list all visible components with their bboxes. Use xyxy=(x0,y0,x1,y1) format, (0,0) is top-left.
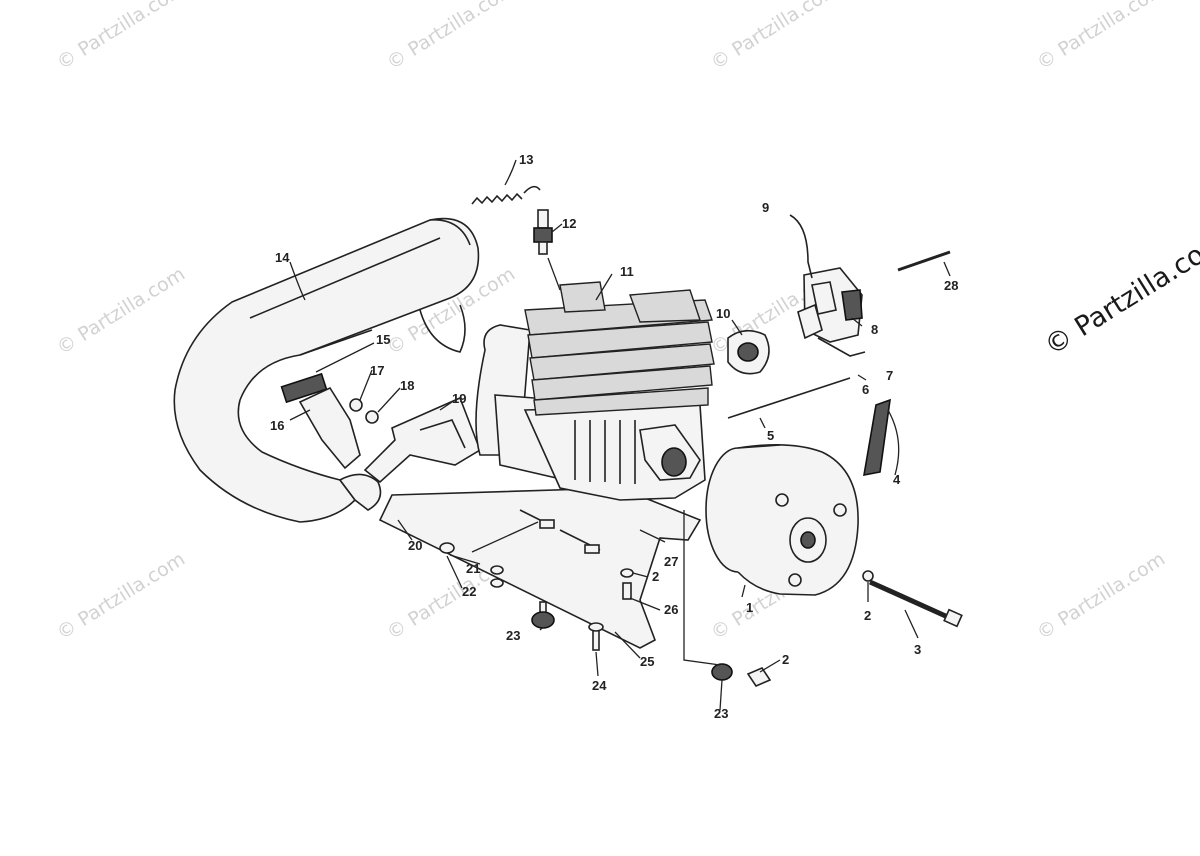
callout-23: 23 xyxy=(506,628,520,643)
callout-27: 27 xyxy=(664,554,678,569)
callout-9: 9 xyxy=(762,200,769,215)
callout-2: 2 xyxy=(652,569,659,584)
callout-1: 1 xyxy=(746,600,753,615)
throttle-cable-part xyxy=(789,214,813,279)
callout-26: 26 xyxy=(664,602,678,617)
key-strip-part xyxy=(863,398,891,476)
watermark: © Partzilla.com xyxy=(1033,0,1169,74)
callout-14: 14 xyxy=(275,250,290,265)
muffler-part xyxy=(173,217,480,523)
callout-13: 13 xyxy=(519,152,533,167)
leader-lines xyxy=(289,159,951,711)
watermark: © Partzilla.com xyxy=(53,263,189,359)
callout-11: 11 xyxy=(620,264,634,279)
callout-18: 18 xyxy=(400,378,414,393)
callout-20: 20 xyxy=(408,538,422,553)
watermark: © Partzilla.com xyxy=(53,548,189,644)
carburetor-part xyxy=(797,267,866,357)
callout-6: 6 xyxy=(862,382,869,397)
engine-block-part xyxy=(475,281,715,501)
spark-plug-part xyxy=(533,209,553,255)
callout-22: 22 xyxy=(462,584,476,599)
hardware-parts xyxy=(439,542,772,687)
pin-part xyxy=(897,250,951,272)
callout-15: 15 xyxy=(376,332,390,347)
watermark-side: © Partzilla.com xyxy=(1039,225,1200,362)
callout-28: 28 xyxy=(944,278,958,293)
mount-plate-part xyxy=(378,487,702,649)
callout-21: 21 xyxy=(466,561,480,576)
bolt-part xyxy=(862,570,963,628)
callout-23: 23 xyxy=(714,706,728,721)
intake-flange-part xyxy=(727,329,770,375)
callout-2: 2 xyxy=(782,652,789,667)
callout-25: 25 xyxy=(640,654,654,669)
callout-19: 19 xyxy=(452,391,466,406)
callout-2: 2 xyxy=(864,608,871,623)
watermark: © Partzilla.com xyxy=(707,0,843,74)
callout-16: 16 xyxy=(270,418,284,433)
callout-5: 5 xyxy=(767,428,774,443)
callout-3: 3 xyxy=(914,642,921,657)
callout-4: 4 xyxy=(893,472,901,487)
callout-7: 7 xyxy=(886,368,893,383)
callout-17: 17 xyxy=(370,363,384,378)
cylinder-fins xyxy=(524,281,715,416)
watermark: © Partzilla.com xyxy=(1033,548,1169,644)
rod-part xyxy=(727,377,851,419)
idler-spring-part xyxy=(471,185,541,205)
callout-labels: 1 2 2 2 3 4 5 6 7 8 9 10 11 12 13 14 15 … xyxy=(270,152,958,721)
callout-12: 12 xyxy=(562,216,576,231)
clutch-part xyxy=(705,444,859,596)
muffler-bracket-part xyxy=(280,372,481,484)
watermark: © Partzilla.com xyxy=(383,0,519,74)
callout-24: 24 xyxy=(592,678,607,693)
callout-8: 8 xyxy=(871,322,878,337)
watermark: © Partzilla.com xyxy=(53,0,189,74)
callout-10: 10 xyxy=(716,306,730,321)
